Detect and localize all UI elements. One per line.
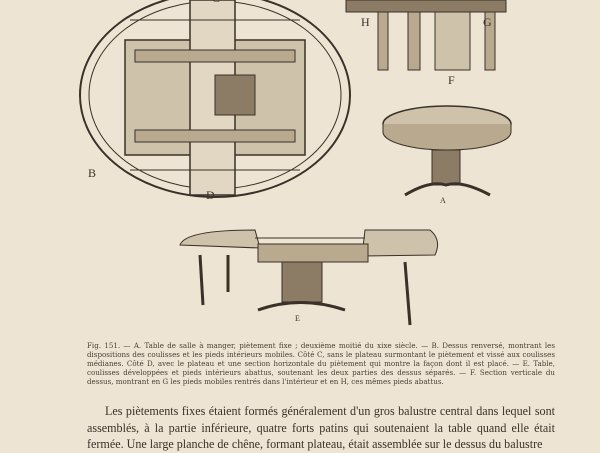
figure-e-extended-table — [179, 229, 439, 326]
label-e: E — [295, 314, 300, 323]
body-paragraph: Les piètements fixes étaient formés géné… — [87, 404, 555, 451]
label-a: A — [440, 196, 446, 205]
figure-a-table — [382, 105, 512, 197]
label-f: F — [448, 73, 455, 87]
figure-f-section — [345, 0, 507, 71]
body-text: Les piètements fixes étaient formés géné… — [87, 403, 555, 453]
label-c: C — [212, 0, 220, 6]
label-g: G — [483, 15, 492, 29]
label-h: H — [361, 15, 370, 29]
figure-b-inverted-top — [79, 0, 351, 198]
figure-caption: Fig. 151. — A. Table de salle à manger, … — [87, 341, 555, 386]
label-b: B — [88, 166, 97, 180]
label-d: D — [206, 188, 215, 202]
